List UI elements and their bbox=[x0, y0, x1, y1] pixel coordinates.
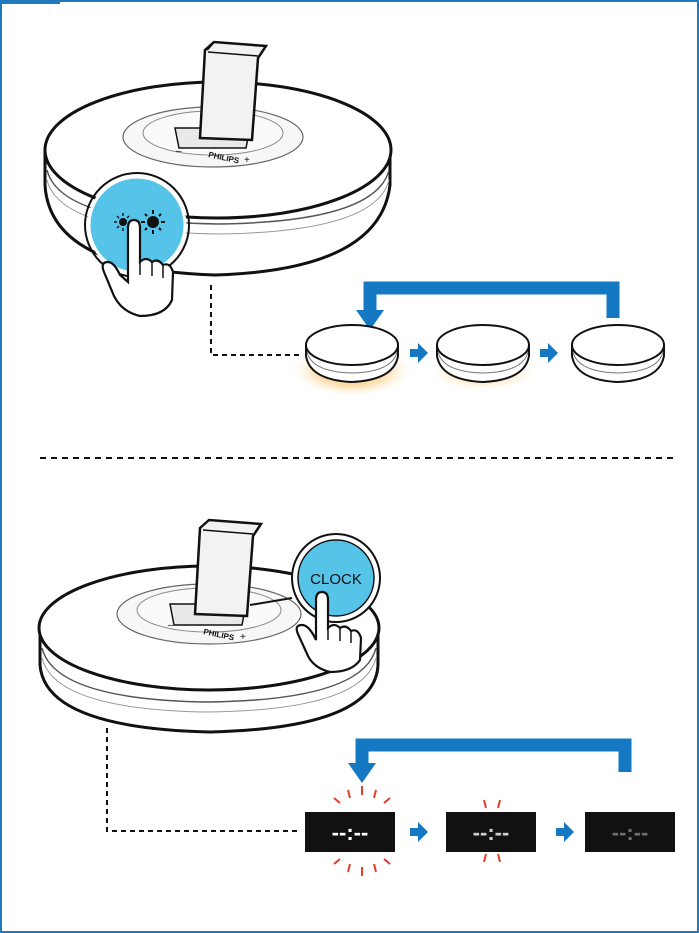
bottom-leader-line bbox=[107, 728, 300, 831]
bottom-cycle-arrow bbox=[348, 745, 625, 783]
top-state-dim bbox=[428, 325, 538, 392]
top-cycle-arrow bbox=[356, 288, 613, 330]
next-arrow-icon bbox=[540, 343, 558, 363]
next-arrow-icon bbox=[410, 822, 428, 842]
top-leader-line bbox=[211, 285, 300, 355]
top-state-off bbox=[572, 325, 664, 382]
bottom-dock-minus: – bbox=[168, 620, 174, 631]
top-dock-plus: + bbox=[244, 155, 250, 166]
display-text: --:-- bbox=[612, 820, 649, 845]
top-state-bright bbox=[290, 325, 414, 398]
display-text: --:-- bbox=[332, 820, 369, 845]
next-arrow-icon bbox=[556, 822, 574, 842]
clock-display-blink-weak: --:-- bbox=[446, 812, 536, 852]
display-text: --:-- bbox=[473, 820, 510, 845]
clock-display-blink-strong: --:-- bbox=[305, 812, 395, 852]
clock-button-label: CLOCK bbox=[310, 571, 362, 588]
clock-display-dim: --:-- bbox=[585, 812, 675, 852]
corner-tab bbox=[0, 0, 60, 4]
top-dock-minus: – bbox=[176, 146, 182, 157]
next-arrow-icon bbox=[410, 343, 428, 363]
bottom-dock-plus: + bbox=[240, 632, 246, 643]
